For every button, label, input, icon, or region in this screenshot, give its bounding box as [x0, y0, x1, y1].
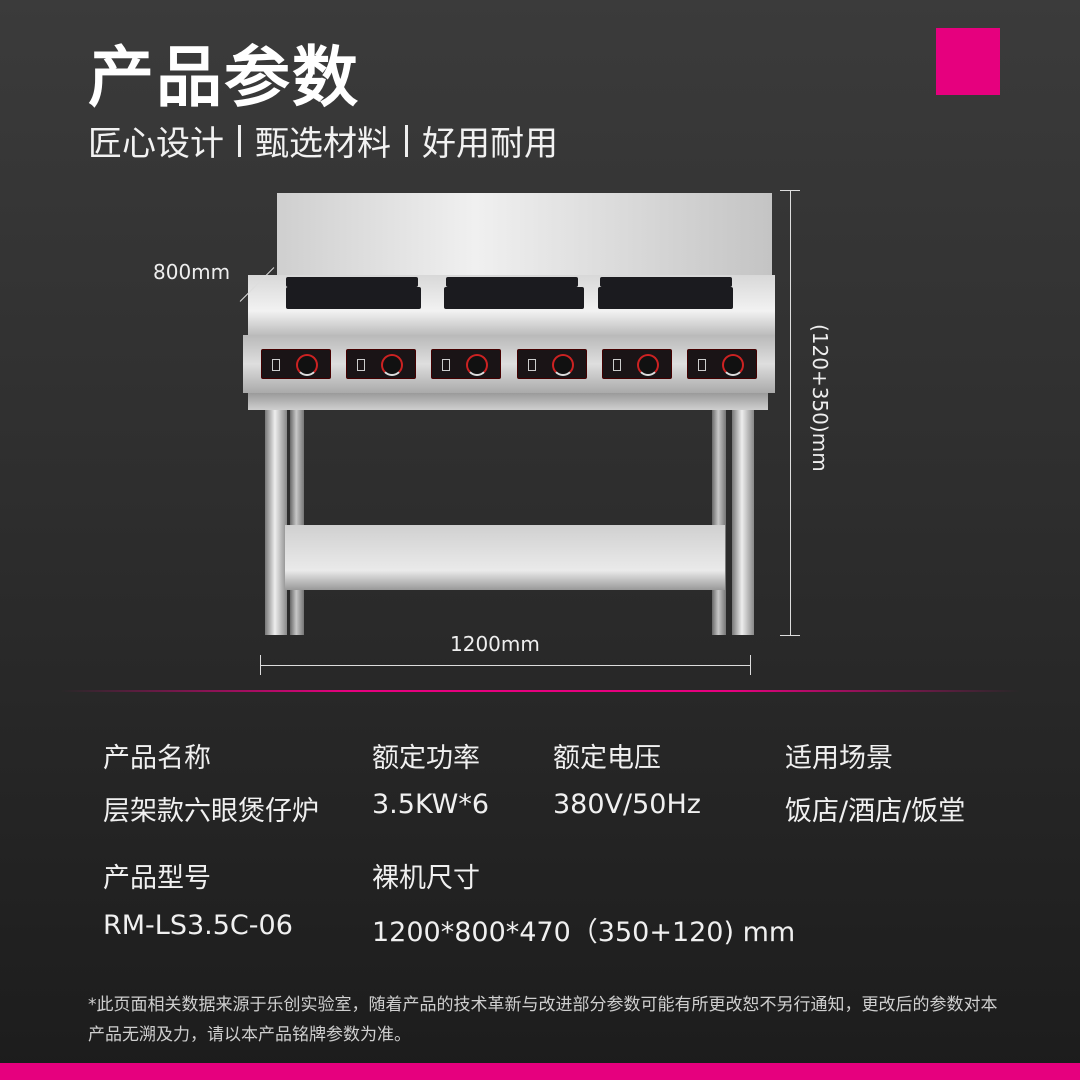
divider	[238, 124, 241, 157]
accent-block	[936, 28, 1000, 95]
subtitle-item: 甄选材料	[255, 124, 391, 164]
spec-value: 层架款六眼煲仔炉	[103, 796, 319, 827]
spec-value: 380V/50Hz	[553, 789, 701, 820]
stove-top	[248, 275, 775, 335]
width-dimension-line	[260, 665, 750, 666]
spec-label: 产品名称	[103, 743, 211, 774]
control-panel	[243, 335, 775, 393]
spec-value: 饭店/酒店/饭堂	[785, 796, 966, 827]
accent-bar	[0, 1063, 1080, 1080]
width-label: 1200mm	[450, 632, 540, 656]
subtitle: 匠心设计 甄选材料 好用耐用	[88, 116, 558, 165]
page-title: 产品参数	[88, 39, 360, 116]
spec-value: 1200*800*470（350+120) mm	[372, 917, 796, 948]
spec-label: 裸机尺寸	[372, 863, 480, 894]
spec-label: 产品型号	[103, 863, 211, 894]
spec-value: RM-LS3.5C-06	[103, 910, 293, 941]
divider	[405, 124, 408, 157]
spec-label: 额定电压	[553, 743, 661, 774]
subtitle-item: 好用耐用	[422, 124, 558, 164]
stove-backsplash	[277, 193, 772, 277]
depth-label: 800mm	[153, 260, 231, 284]
section-divider	[60, 690, 1020, 692]
height-label: (120+350)mm	[808, 324, 832, 472]
lower-shelf	[285, 525, 725, 590]
height-dimension-line	[790, 190, 791, 636]
subtitle-item: 匠心设计	[88, 124, 224, 164]
spec-label: 额定功率	[372, 743, 480, 774]
spec-label: 适用场景	[785, 743, 893, 774]
disclaimer: *此页面相关数据来源于乐创实验室，随着产品的技术革新与改进部分参数可能有所更改恕…	[88, 995, 998, 1045]
spec-value: 3.5KW*6	[372, 789, 490, 820]
